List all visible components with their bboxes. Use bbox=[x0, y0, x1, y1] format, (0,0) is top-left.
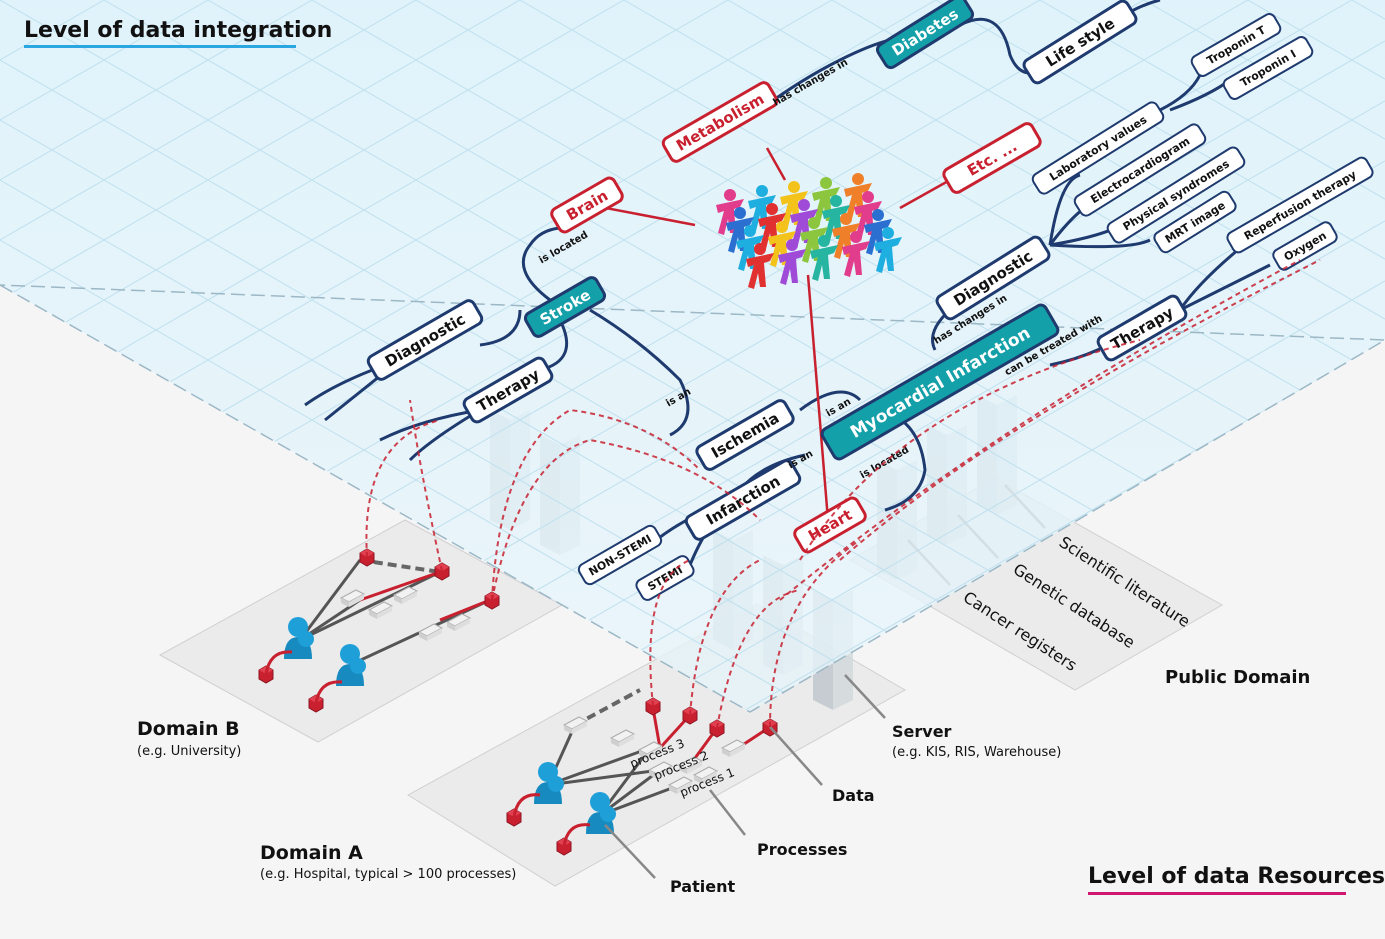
process-block-icon bbox=[609, 729, 636, 747]
person-icon bbox=[842, 231, 870, 277]
resources-title: Level of data Resources bbox=[1088, 864, 1385, 889]
data-cube-icon bbox=[645, 697, 661, 716]
person-icon bbox=[778, 239, 806, 285]
data-cube-icon bbox=[308, 694, 324, 713]
data-link bbox=[779, 259, 1301, 601]
patient-label: Patient bbox=[670, 877, 735, 896]
data-link bbox=[365, 419, 441, 558]
process-block-icon bbox=[392, 586, 419, 604]
data-label: Data bbox=[832, 786, 875, 805]
process-block-icon bbox=[692, 766, 719, 784]
data-link bbox=[689, 559, 761, 716]
process-block-icon bbox=[720, 739, 747, 757]
process-block-icon bbox=[647, 761, 674, 779]
domain-b-sub-label: (e.g. University) bbox=[137, 744, 241, 759]
process-block-icon bbox=[667, 776, 694, 794]
person-icon bbox=[746, 243, 774, 289]
process-block-icon bbox=[637, 741, 664, 759]
process-block-icon bbox=[445, 613, 472, 631]
data-link bbox=[716, 589, 801, 729]
data-links bbox=[365, 259, 1321, 729]
server-sub-label: (e.g. KIS, RIS, Warehouse) bbox=[892, 745, 1061, 760]
process-block-icon bbox=[677, 756, 704, 774]
data-cube-icon bbox=[682, 706, 698, 725]
data-link bbox=[409, 399, 443, 572]
patient-icon bbox=[284, 617, 314, 659]
domain-a-sub-label: (e.g. Hospital, typical > 100 processes) bbox=[260, 867, 516, 882]
data-link bbox=[491, 438, 761, 601]
process-block-icon bbox=[367, 601, 394, 619]
person-icon bbox=[810, 235, 838, 281]
people-group-icon bbox=[716, 173, 902, 289]
process-block-icon bbox=[417, 623, 444, 641]
data-cube-icon bbox=[359, 548, 375, 567]
patient-icon bbox=[336, 644, 366, 686]
data-link bbox=[839, 259, 1321, 561]
integration-underline bbox=[24, 45, 296, 48]
process-block-icon bbox=[339, 589, 366, 607]
data-cube-icon bbox=[484, 591, 500, 610]
concept-node: STEMI bbox=[635, 555, 695, 601]
domain-a-label: Domain A bbox=[260, 842, 363, 864]
patient-icon bbox=[534, 762, 564, 804]
floor bbox=[0, 285, 1385, 939]
resources-underline bbox=[1088, 892, 1346, 895]
process-block-icon bbox=[562, 716, 589, 734]
data-link bbox=[649, 559, 691, 707]
data-cube-icon bbox=[434, 562, 450, 581]
public-domain-label: Public Domain bbox=[1165, 667, 1310, 688]
integration-title: Level of data integration bbox=[24, 18, 332, 43]
server-label: Server bbox=[892, 722, 952, 741]
domain-b-label: Domain B bbox=[137, 718, 240, 740]
processes-label: Processes bbox=[757, 840, 847, 859]
data-cube-icon bbox=[709, 719, 725, 738]
person-icon bbox=[874, 227, 902, 273]
data-link bbox=[769, 539, 861, 728]
data-link bbox=[799, 339, 1141, 561]
